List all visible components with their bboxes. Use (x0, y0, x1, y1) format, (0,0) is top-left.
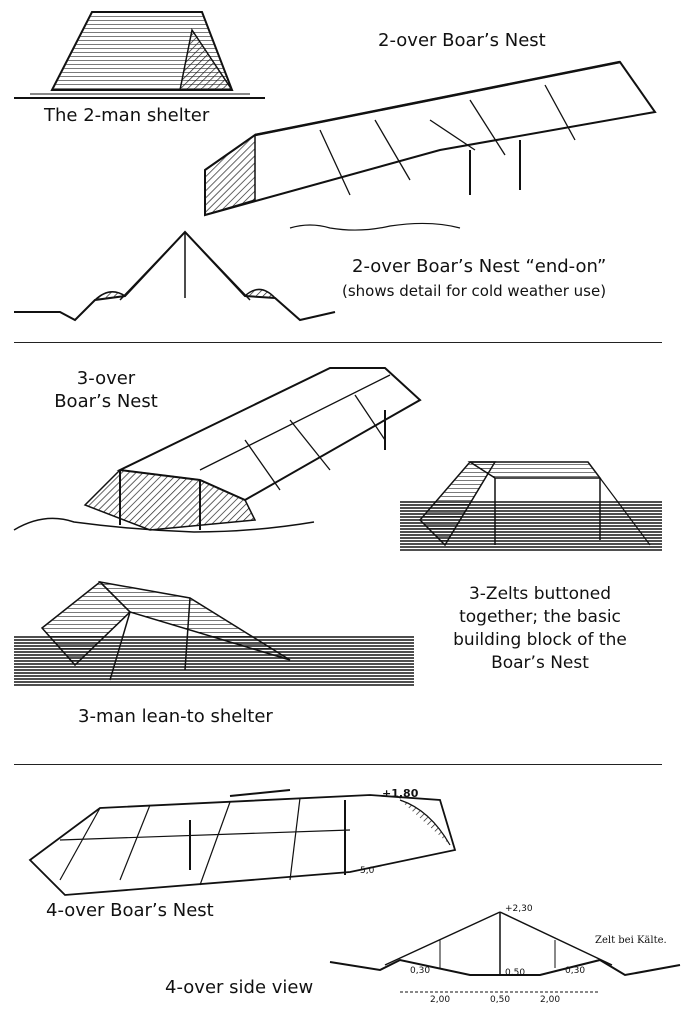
zelts-label-1: 3-Zelts buttoned (468, 584, 612, 604)
lean-to-label: 3-man lean-to shelter (78, 706, 273, 727)
four-over-nest-drawing (28, 789, 457, 896)
three-over-label-1: 3-over (76, 368, 136, 389)
divider-bottom (14, 764, 662, 765)
end-on-label: 2-over Boar’s Nest “end-on” (352, 256, 607, 277)
dim-side-d1: 0,30 (410, 966, 431, 976)
dim-ground-4over: 5,0 (360, 866, 375, 876)
lean-to-drawing (14, 580, 414, 687)
two-over-nest-label: 2-over Boar’s Nest (378, 30, 546, 51)
side-caption: Zelt bei Kälte. (595, 935, 667, 946)
dim-side-height: +2,30 (505, 904, 533, 914)
four-over-label: 4-over Boar’s Nest (46, 900, 214, 921)
dim-side-w1: 2,00 (430, 995, 451, 1005)
zelts-label-4: Boar’s Nest (491, 653, 589, 673)
dim-side-w3: 2,00 (540, 995, 561, 1005)
two-man-shelter-label: The 2-man shelter (44, 105, 210, 126)
dim-side-d2: 0,50 (505, 968, 526, 978)
zelts-label-3: building block of the (453, 630, 627, 650)
three-zelts-drawing (400, 461, 662, 552)
dim-height-4over: +1,80 (382, 787, 419, 800)
two-man-shelter-drawing (14, 11, 265, 99)
four-side-label: 4-over side view (165, 977, 314, 998)
zelts-label-2: together; the basic (459, 607, 621, 627)
four-side-drawing (329, 911, 681, 993)
dim-side-d3: 0,30 (565, 966, 586, 976)
divider-top (14, 342, 662, 343)
three-over-nest-drawing (13, 367, 422, 533)
three-over-label-2: Boar’s Nest (54, 391, 158, 412)
two-over-nest-drawing (204, 60, 657, 231)
end-on-sublabel: (shows detail for cold weather use) (342, 282, 607, 300)
dim-side-w2: 0,50 (490, 995, 511, 1005)
end-on-drawing (14, 230, 336, 322)
